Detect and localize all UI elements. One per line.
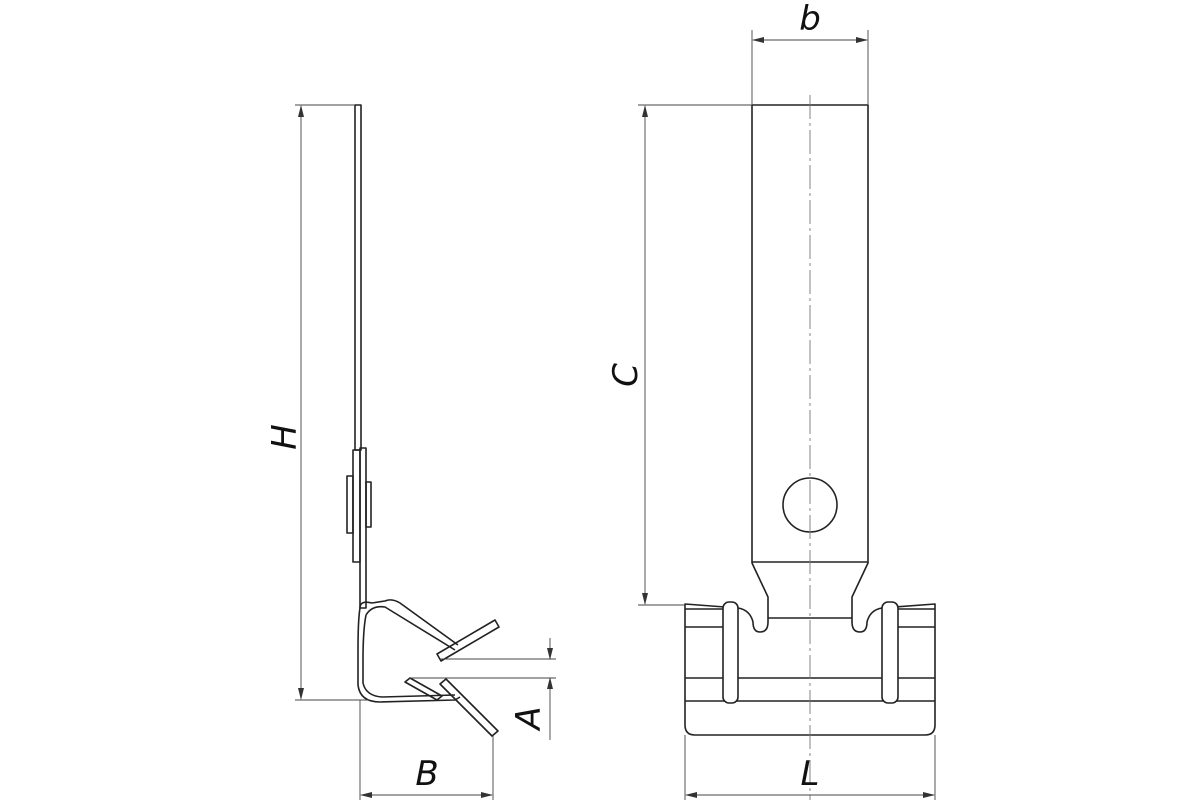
- bolt-head: [346, 475, 354, 534]
- clip-loop-inner: [362, 614, 456, 698]
- lower-tab-right: [439, 678, 499, 737]
- dimension-label-c: C: [606, 363, 646, 387]
- clip-upper-arm: [359, 599, 459, 646]
- strap-right: [881, 601, 899, 704]
- dimension-label-b-width: B: [415, 754, 438, 794]
- upper-plate: [354, 104, 362, 451]
- overlap-plate: [352, 449, 361, 563]
- strap-left: [722, 601, 739, 704]
- bracket-outline: [684, 104, 936, 736]
- dimension-label-h: H: [265, 424, 305, 450]
- dimension-label-a: A: [509, 706, 549, 731]
- clip-loop-outer: [357, 607, 461, 703]
- bolt-nut: [365, 481, 372, 528]
- side-view: H A B: [265, 104, 556, 800]
- upper-tab: [436, 619, 500, 662]
- lower-tab-left: [404, 677, 443, 701]
- dimension-label-b-small: b: [799, 0, 821, 39]
- lower-plate: [359, 447, 367, 609]
- dimension-label-l: L: [801, 754, 820, 794]
- clip-upper-arm-inner: [365, 605, 456, 651]
- front-view: b C L: [606, 0, 936, 800]
